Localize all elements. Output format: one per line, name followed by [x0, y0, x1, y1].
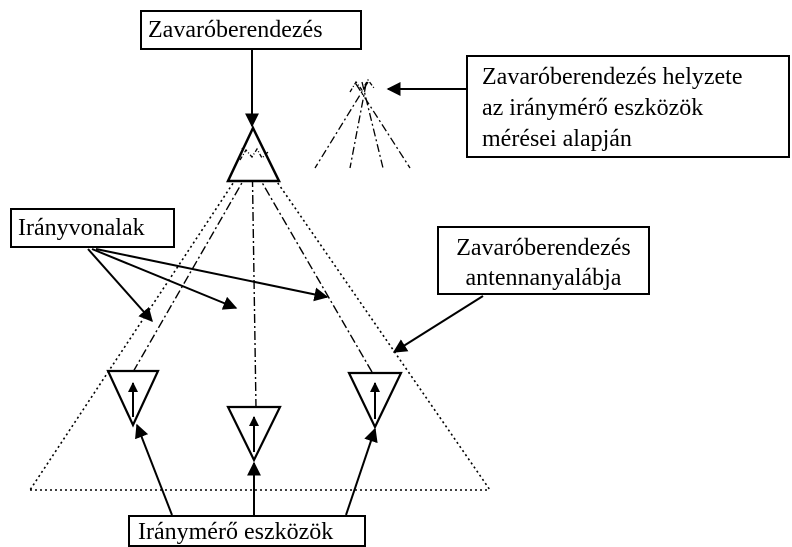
direction-lines-label-text: Irányvonalak [18, 215, 145, 241]
jammer-position-label: Zavaróberendezés helyzete az iránymérő e… [466, 55, 790, 158]
estimated-position-lines [314, 78, 411, 169]
jammer-label-text: Zavaróberendezés [148, 17, 323, 43]
df-devices-label-text: Iránymérő eszközök [138, 519, 334, 545]
arrow-direction-3 [95, 248, 329, 302]
df-device-right [347, 371, 403, 430]
df-device-left [106, 369, 160, 428]
antenna-pattern-line-1: Zavaróberendezés [456, 235, 631, 261]
jammer-position-line-1: Zavaróberendezés helyzete [482, 64, 743, 90]
df-device-center [226, 405, 282, 463]
arrow-df-right [345, 427, 378, 516]
df-devices-label: Iránymérő eszközök [128, 515, 366, 547]
antenna-pattern-line-2: antennanyalábja [465, 265, 622, 291]
jammer-label: Zavaróberendezés [140, 10, 362, 50]
arrow-df-left [135, 423, 173, 516]
direction-lines [132, 147, 373, 409]
antenna-beam [29, 149, 491, 491]
direction-lines-label: Irányvonalak [10, 208, 175, 248]
arrow-direction-1 [87, 248, 153, 323]
direction-line-center [251, 147, 257, 409]
jammer-position-line-2: az iránymérő eszközök [482, 95, 704, 121]
arrow-antenna-label [392, 295, 484, 353]
jammer-icon [226, 125, 282, 183]
jammer-position-line-3: mérései alapján [482, 126, 632, 152]
antenna-pattern-label: Zavaróberendezés antennanyalábja [437, 226, 650, 295]
arrow-direction-2 [91, 248, 238, 310]
annotation-arrows [87, 50, 484, 516]
